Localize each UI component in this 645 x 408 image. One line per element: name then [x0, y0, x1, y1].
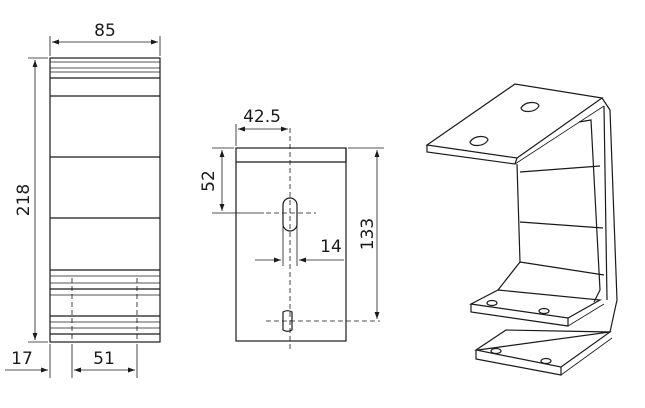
dim-hole-x: 42.5	[235, 107, 288, 146]
dim-label-42-5: 42.5	[243, 107, 281, 127]
dim-label-218: 218	[14, 184, 34, 216]
top-plate	[425, 83, 604, 159]
isometric-view	[425, 83, 618, 376]
front-view	[49, 57, 161, 343]
dim-label-85: 85	[94, 21, 116, 41]
dim-hole-y: 52	[199, 147, 264, 214]
middle-plate	[469, 289, 602, 319]
top-plate-slot-2	[469, 135, 489, 147]
dim-label-51: 51	[93, 349, 115, 369]
slot-lower	[282, 310, 293, 332]
dim-label-14: 14	[320, 237, 342, 257]
side-view-outline	[235, 147, 347, 342]
side-view	[235, 128, 380, 350]
dim-width-top: 85	[49, 21, 161, 56]
dim-label-17: 17	[11, 349, 33, 369]
dim-hole-spacing: 133	[348, 147, 384, 319]
top-plate-slot-1	[520, 101, 540, 113]
dim-label-52: 52	[199, 170, 219, 192]
bottom-plate	[474, 329, 612, 368]
dim-bottom: 17 51	[5, 344, 138, 378]
slot-upper	[282, 197, 298, 232]
dim-height-left: 218	[14, 57, 48, 343]
dim-label-133: 133	[358, 218, 378, 250]
front-view-outline	[49, 57, 161, 343]
dim-slot-width: 14	[255, 226, 344, 266]
